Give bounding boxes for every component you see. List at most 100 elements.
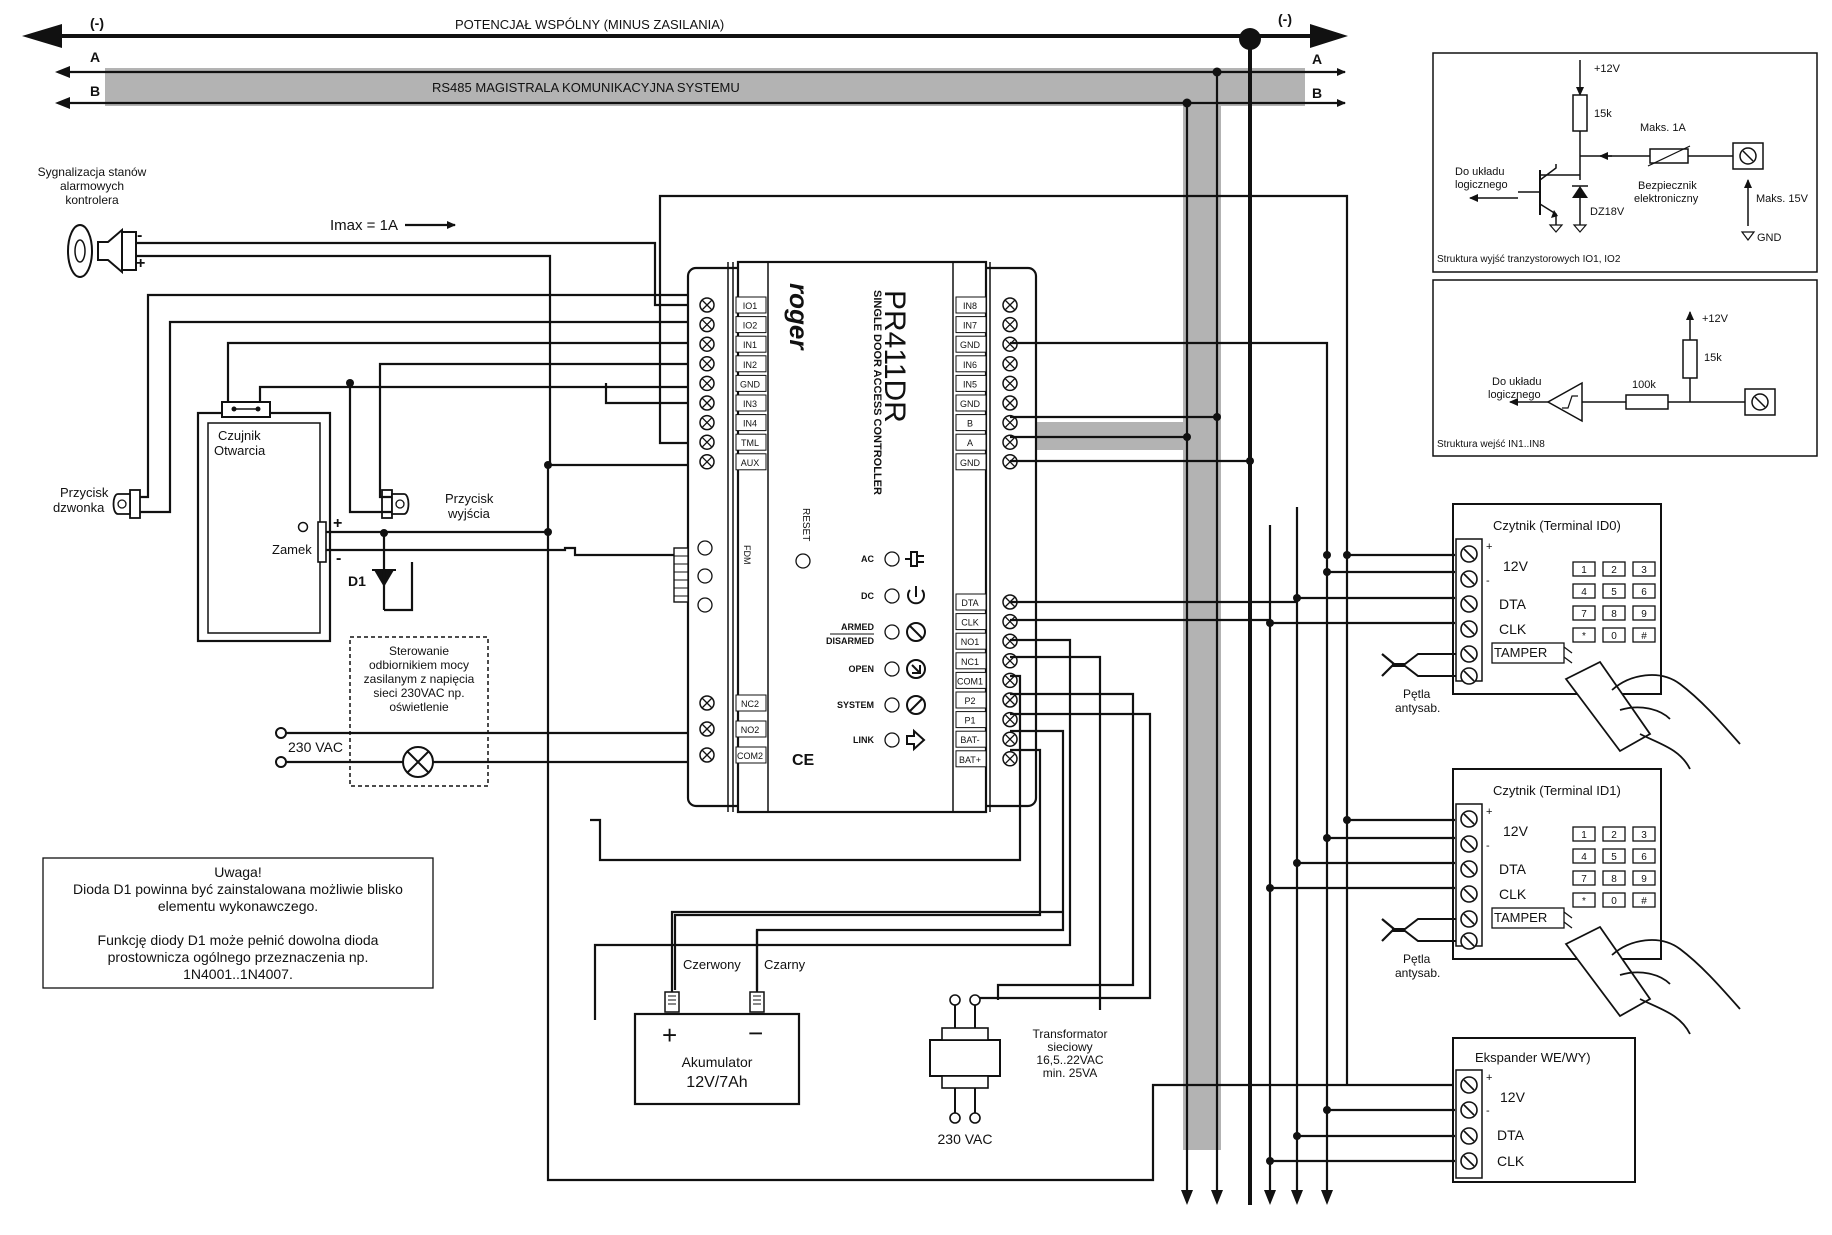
reader-screw bbox=[1460, 835, 1478, 853]
left-terminal-screw bbox=[699, 356, 715, 372]
keypad-key[interactable] bbox=[1632, 848, 1656, 864]
right-terminal-screw bbox=[1002, 316, 1018, 333]
reader-plus: + bbox=[1486, 541, 1492, 553]
keypad-key[interactable] bbox=[1632, 583, 1656, 599]
terminal-label-box bbox=[955, 711, 987, 729]
bell-button-label: Przycisk bbox=[60, 485, 109, 500]
load-control-label: sieci 230VAC np. bbox=[373, 686, 464, 700]
keypad-key[interactable] bbox=[1632, 605, 1656, 621]
out-r15k: 15k bbox=[1594, 108, 1612, 120]
controller-body bbox=[673, 260, 1038, 814]
keypad-key[interactable] bbox=[1602, 848, 1626, 864]
left-bottom-terminal-label: NO2 bbox=[741, 725, 760, 735]
keypad-key-label: 6 bbox=[1641, 852, 1647, 863]
keypad-key[interactable] bbox=[1572, 848, 1596, 864]
keypad-key[interactable] bbox=[1572, 870, 1596, 886]
reader-wires bbox=[1270, 553, 1455, 1163]
loop-arrow-icon bbox=[1381, 918, 1396, 942]
right-terminal-screw bbox=[1002, 395, 1018, 411]
power-icon bbox=[907, 586, 925, 605]
terminal-label-box bbox=[955, 414, 987, 432]
right-bottom-terminal-screw bbox=[1002, 653, 1018, 669]
keypad-key-label: 7 bbox=[1581, 609, 1587, 620]
keypad-key[interactable] bbox=[1632, 627, 1656, 643]
bus-a-left: A bbox=[90, 49, 100, 65]
left-terminal-label: IN4 bbox=[743, 419, 757, 429]
terminal-label-box bbox=[735, 296, 767, 314]
keypad-key-label: # bbox=[1641, 631, 1647, 642]
keypad-key[interactable] bbox=[1602, 870, 1626, 886]
ac-plug-icon bbox=[905, 551, 924, 567]
terminal-label-box bbox=[955, 632, 987, 650]
keypad-key[interactable] bbox=[1602, 561, 1626, 577]
right-bottom-terminal-label: P2 bbox=[964, 696, 975, 706]
right-bottom-terminal-screw bbox=[1002, 751, 1018, 767]
keypad-key-label: 3 bbox=[1641, 565, 1647, 576]
proximity-card-icon bbox=[1564, 660, 1652, 753]
keypad-key[interactable] bbox=[1632, 826, 1656, 842]
loop-label: antysab. bbox=[1395, 701, 1440, 715]
reader0-title: Czytnik (Terminal ID0) bbox=[1493, 518, 1621, 533]
lock-icon bbox=[317, 521, 327, 563]
keypad-key[interactable] bbox=[1632, 870, 1656, 886]
reader-screw bbox=[1460, 570, 1478, 588]
left-terminal-screw bbox=[699, 375, 715, 392]
reader-12v: 12V bbox=[1503, 558, 1529, 574]
bus-minus-left: (-) bbox=[90, 15, 104, 31]
keypad-key-label: 2 bbox=[1611, 830, 1617, 841]
tamper-switch-icon bbox=[1563, 911, 1573, 929]
keypad-key-label: 7 bbox=[1581, 874, 1587, 885]
keypad-key[interactable] bbox=[1572, 561, 1596, 577]
right-bottom-terminal-label: NO1 bbox=[961, 637, 980, 647]
right-terminal-label: GND bbox=[960, 340, 981, 350]
keypad-key[interactable] bbox=[1632, 892, 1656, 908]
bus-minus-right: (-) bbox=[1278, 11, 1292, 27]
reader-tamper: TAMPER bbox=[1494, 645, 1547, 660]
battery-plus: + bbox=[662, 1020, 677, 1050]
keypad-key[interactable] bbox=[1602, 583, 1626, 599]
exit-button-label: Przycisk bbox=[445, 491, 494, 506]
loop-wires bbox=[1392, 918, 1456, 942]
keypad-key[interactable] bbox=[1602, 892, 1626, 908]
keypad-key[interactable] bbox=[1602, 627, 1626, 643]
transformer-label: Transformator bbox=[1033, 1027, 1108, 1041]
note-line: prostownicza ogólnego przeznaczenia np. bbox=[108, 949, 369, 965]
left-terminal-label: GND bbox=[740, 379, 761, 389]
bus-a-right: A bbox=[1312, 51, 1322, 67]
keypad-key[interactable] bbox=[1602, 826, 1626, 842]
reader-screw bbox=[1460, 860, 1478, 878]
keypad-key-label: 2 bbox=[1611, 565, 1617, 576]
expander-clk: CLK bbox=[1497, 1153, 1525, 1169]
keypad-key[interactable] bbox=[1572, 627, 1596, 643]
in-logic: Do układu bbox=[1492, 376, 1542, 388]
out-fuse: elektroniczny bbox=[1634, 193, 1699, 205]
terminal-label-box bbox=[735, 355, 767, 373]
expander-plus: + bbox=[1486, 1072, 1492, 1084]
left-bottom-terminal-label: COM2 bbox=[737, 751, 763, 761]
aux-wires bbox=[546, 463, 1455, 1182]
terminal-label-box bbox=[955, 453, 987, 471]
transformer-label: sieciowy bbox=[1047, 1040, 1092, 1054]
in-r100k: 100k bbox=[1632, 379, 1656, 391]
right-terminal-label: GND bbox=[960, 399, 981, 409]
terminal-label-box bbox=[955, 613, 987, 631]
left-terminal-label: IN3 bbox=[743, 399, 757, 409]
reset-button[interactable] bbox=[795, 553, 811, 569]
keypad-key[interactable] bbox=[1572, 826, 1596, 842]
keypad-key[interactable] bbox=[1572, 583, 1596, 599]
common-bus-label: POTENCJAŁ WSPÓLNY (MINUS ZASILANIA) bbox=[455, 17, 724, 32]
keypad-key-label: # bbox=[1641, 896, 1647, 907]
terminal-label-box bbox=[955, 296, 987, 314]
keypad-key[interactable] bbox=[1602, 605, 1626, 621]
led-system-label: SYSTEM bbox=[837, 700, 874, 710]
led-open-label: OPEN bbox=[848, 664, 874, 674]
expander-12v: 12V bbox=[1500, 1089, 1526, 1105]
keypad-key[interactable] bbox=[1572, 892, 1596, 908]
right-bottom-terminal-label: COM1 bbox=[957, 676, 983, 686]
keypad-key[interactable] bbox=[1632, 561, 1656, 577]
reader-plus: + bbox=[1486, 806, 1492, 818]
keypad-key[interactable] bbox=[1572, 605, 1596, 621]
keypad-key-label: * bbox=[1582, 896, 1586, 907]
